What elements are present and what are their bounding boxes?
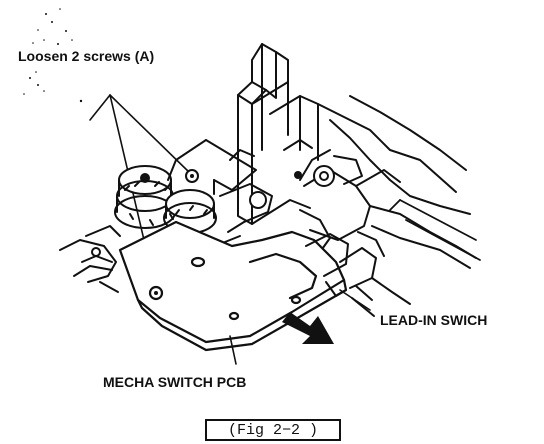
upper-bracket bbox=[237, 43, 319, 225]
direction-arrow bbox=[282, 312, 334, 344]
screws-callout-label: Loosen 2 screws (A) bbox=[18, 48, 155, 64]
print-speckles bbox=[23, 8, 83, 103]
figure-caption: (Fig 2−2 ) bbox=[227, 421, 318, 439]
center-linkage bbox=[199, 139, 331, 253]
right-mechanism bbox=[299, 95, 477, 269]
pcb-leader-line bbox=[229, 335, 237, 365]
gear-assembly bbox=[114, 139, 257, 234]
mecha-switch-pcb-label: MECHA SWITCH PCB bbox=[103, 374, 247, 390]
figure-caption-box: (Fig 2−2 ) bbox=[205, 419, 341, 441]
lead-in-switch-label: LEAD-IN SWICH bbox=[380, 312, 488, 328]
left-housing bbox=[59, 225, 121, 293]
right-rails bbox=[389, 199, 481, 261]
leadin-leader-line bbox=[339, 289, 371, 311]
